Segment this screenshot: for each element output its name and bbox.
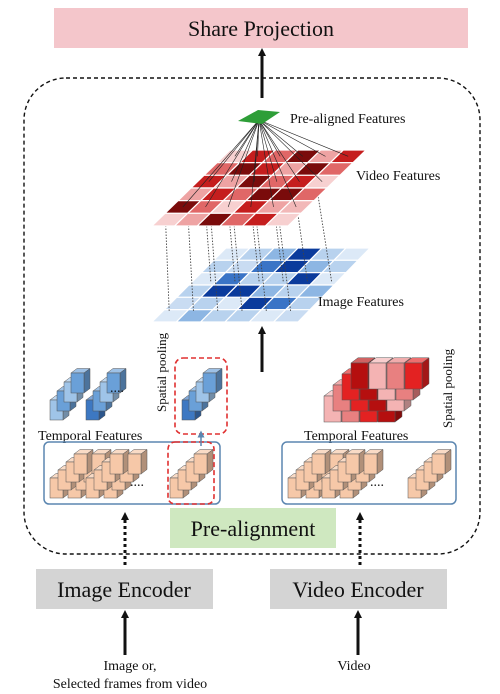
temporal-features-label-left: Temporal Features <box>38 429 142 444</box>
image-encoder-box: Image Encoder <box>36 569 213 609</box>
image-encoder-label: Image Encoder <box>57 577 191 602</box>
red-cube <box>404 357 430 390</box>
peach-cube <box>73 449 94 475</box>
dotted-arrow <box>253 215 267 311</box>
fan-line <box>258 119 304 157</box>
red-grid-cell <box>263 212 303 227</box>
ellipsis-right-bottom: .... <box>370 475 384 490</box>
peach-cube <box>127 449 148 475</box>
pre-aligned-features-label: Pre-aligned Features <box>290 112 405 127</box>
fan-line <box>258 119 300 182</box>
peach-cube <box>363 449 384 475</box>
peach-cube <box>311 449 332 475</box>
pre-alignment-label: Pre-alignment <box>191 516 316 541</box>
blue-cube-side <box>83 368 91 394</box>
temporal-features-cubes-left <box>49 368 223 421</box>
ellipsis-left-top: .... <box>110 381 124 396</box>
dotted-arrow <box>208 215 219 311</box>
fan-line <box>231 119 260 182</box>
blue-cube-front <box>106 372 121 394</box>
share-projection-label: Share Projection <box>188 16 334 41</box>
dotted-arrow <box>231 215 243 311</box>
blue-cube-front <box>70 372 85 394</box>
peach-cube-side <box>206 449 214 475</box>
red-cube-front <box>404 362 423 390</box>
red-cube-front <box>368 362 387 390</box>
video-features-grid <box>150 149 368 227</box>
red-cube-front <box>350 362 369 390</box>
image-features-grid <box>150 247 372 323</box>
video-frame-cubes <box>287 449 452 499</box>
peach-cube <box>345 449 366 475</box>
fan-line <box>205 119 260 208</box>
video-input-label: Video <box>337 659 370 674</box>
blue-cube <box>202 368 223 394</box>
fan-line <box>182 119 260 208</box>
blue-cube-front <box>202 372 217 394</box>
peach-cube-front <box>431 453 446 475</box>
peach-cube-front <box>311 453 326 475</box>
peach-cube-front <box>127 453 142 475</box>
image-input-label-line1: Image or, <box>103 659 156 674</box>
red-cube-side <box>421 357 430 390</box>
peach-cube-front <box>109 453 124 475</box>
dotted-arrow <box>163 215 170 311</box>
blue-cube <box>106 368 127 394</box>
peach-cube-side <box>140 449 148 475</box>
fan-line <box>258 119 274 208</box>
fan-line <box>208 119 260 182</box>
peach-cube-side <box>376 449 384 475</box>
blue-cube <box>70 368 91 394</box>
image-frame-cubes <box>49 449 214 499</box>
peach-cube-front <box>363 453 378 475</box>
video-encoder-box: Video Encoder <box>270 569 447 609</box>
fan-line <box>258 119 297 208</box>
highlighted-input-frame <box>167 441 215 505</box>
spatial-pooling-label-left: Spatial pooling <box>154 332 169 412</box>
dotted-arrow <box>185 215 194 311</box>
ellipsis-left-bottom: .... <box>130 475 144 490</box>
temporal-features-cubes-right <box>323 357 430 423</box>
pre-aligned-fan-lines <box>182 119 349 208</box>
fan-line <box>258 119 278 182</box>
share-projection-box: Share Projection <box>54 8 468 48</box>
peach-cube-front <box>73 453 88 475</box>
fan-line <box>227 119 260 208</box>
image-features-label: Image Features <box>318 295 404 310</box>
dotted-arrow <box>276 215 292 311</box>
peach-cube-side <box>444 449 452 475</box>
temporal-features-label-right: Temporal Features <box>304 429 408 444</box>
video-features-label: Video Features <box>356 169 440 184</box>
fan-line <box>258 119 281 157</box>
red-cube-front <box>386 362 405 390</box>
dotted-arrow <box>315 189 333 282</box>
peach-cube <box>109 449 130 475</box>
green-pyramid-icon <box>238 110 280 124</box>
fan-line <box>258 119 349 157</box>
pre-alignment-box: Pre-alignment <box>170 508 336 548</box>
pre-alignment-container <box>23 77 481 555</box>
fan-line <box>250 119 260 208</box>
blue-grid-cell <box>272 309 312 323</box>
image-frames-box <box>43 441 221 505</box>
peach-cube-front <box>193 453 208 475</box>
blue-cube-side <box>215 368 223 394</box>
fan-line <box>258 119 323 182</box>
peach-cube <box>431 449 452 475</box>
spatial-pooling-label-right: Spatial pooling <box>440 348 455 428</box>
image-input-label-line2: Selected frames from video <box>53 677 207 692</box>
video-frames-box <box>281 441 457 505</box>
peach-cube <box>193 449 214 475</box>
fan-line <box>258 119 326 157</box>
video-encoder-label: Video Encoder <box>292 577 424 602</box>
peach-cube-front <box>345 453 360 475</box>
